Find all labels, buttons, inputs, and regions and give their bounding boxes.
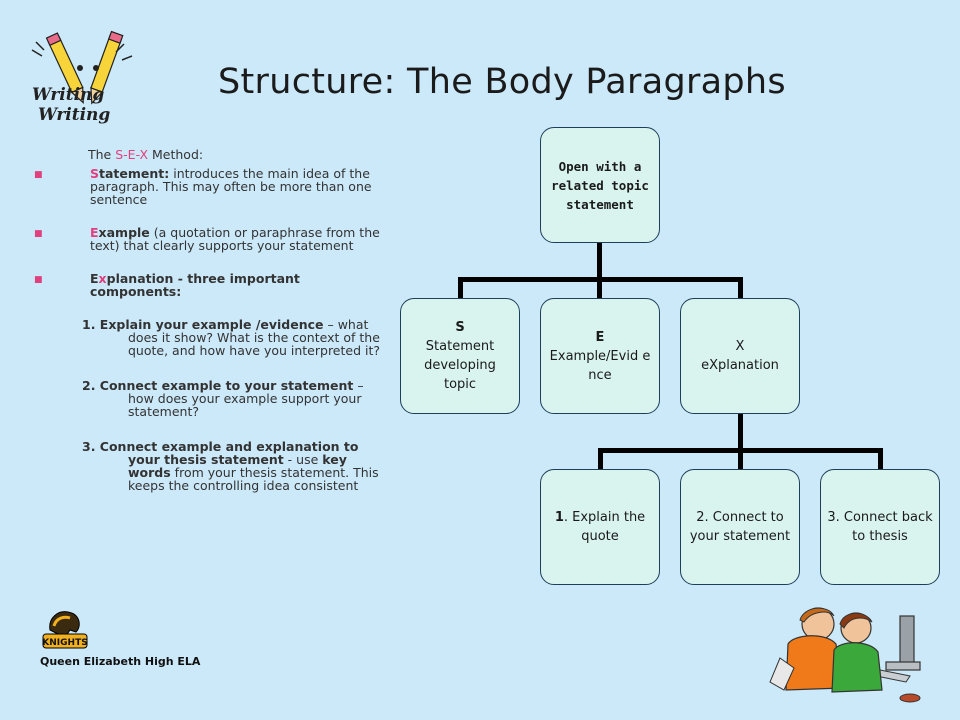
node-connect-statement: 2. Connect to your statement	[680, 469, 800, 585]
connector-x-down	[738, 413, 743, 451]
connector-1	[598, 448, 603, 470]
connector-x	[738, 277, 743, 299]
logo-text-2: Writing	[38, 105, 110, 125]
numbered-item-2: 2. Connect example to your statement – h…	[82, 378, 364, 419]
kids-computer-icon	[769, 607, 921, 703]
bullet-square-icon: ■	[34, 229, 43, 239]
bullet-statement: ■ Statement: introduces the main idea of…	[34, 166, 372, 207]
node-example: E Example/Evid ence	[540, 298, 660, 414]
bullet-square-icon: ■	[34, 275, 43, 285]
method-intro: The S-E-X Method:	[88, 147, 204, 162]
node-explain-quote: 1. Explain the quote	[540, 469, 660, 585]
writing-logo-icon: Writing Writing	[31, 30, 133, 125]
connector-root-down	[597, 242, 602, 280]
node-statement: S Statement developing topic	[400, 298, 520, 414]
numbered-item-3: 3. Connect example and explanation to yo…	[82, 439, 379, 493]
bullet-square-icon: ■	[34, 170, 43, 180]
node-root: Open with a related topic statement	[540, 127, 660, 243]
sex-method-text: The S-E-X Method: ■ Statement: introduce…	[28, 148, 388, 514]
connector-s	[458, 277, 463, 299]
node-explanation: X eXplanation	[680, 298, 800, 414]
footer-school: Queen Elizabeth High ELA	[40, 655, 201, 668]
connector-e	[597, 277, 602, 299]
bullet-explanation: ■ Explanation - three important componen…	[34, 271, 300, 299]
numbered-item-1: 1. Explain your example /evidence – what…	[82, 317, 381, 358]
knights-logo-icon: KNIGHTS	[42, 611, 88, 649]
node-connect-thesis: 3. Connect back to thesis	[820, 469, 940, 585]
knights-label: KNIGHTS	[42, 638, 87, 648]
logo-text-1: Writing	[32, 85, 104, 105]
connector-3	[878, 448, 883, 470]
connector-2	[738, 448, 743, 470]
bullet-example: ■ Example (a quotation or paraphrase fro…	[34, 225, 380, 253]
page-title: Structure: The Body Paragraphs	[218, 62, 786, 102]
